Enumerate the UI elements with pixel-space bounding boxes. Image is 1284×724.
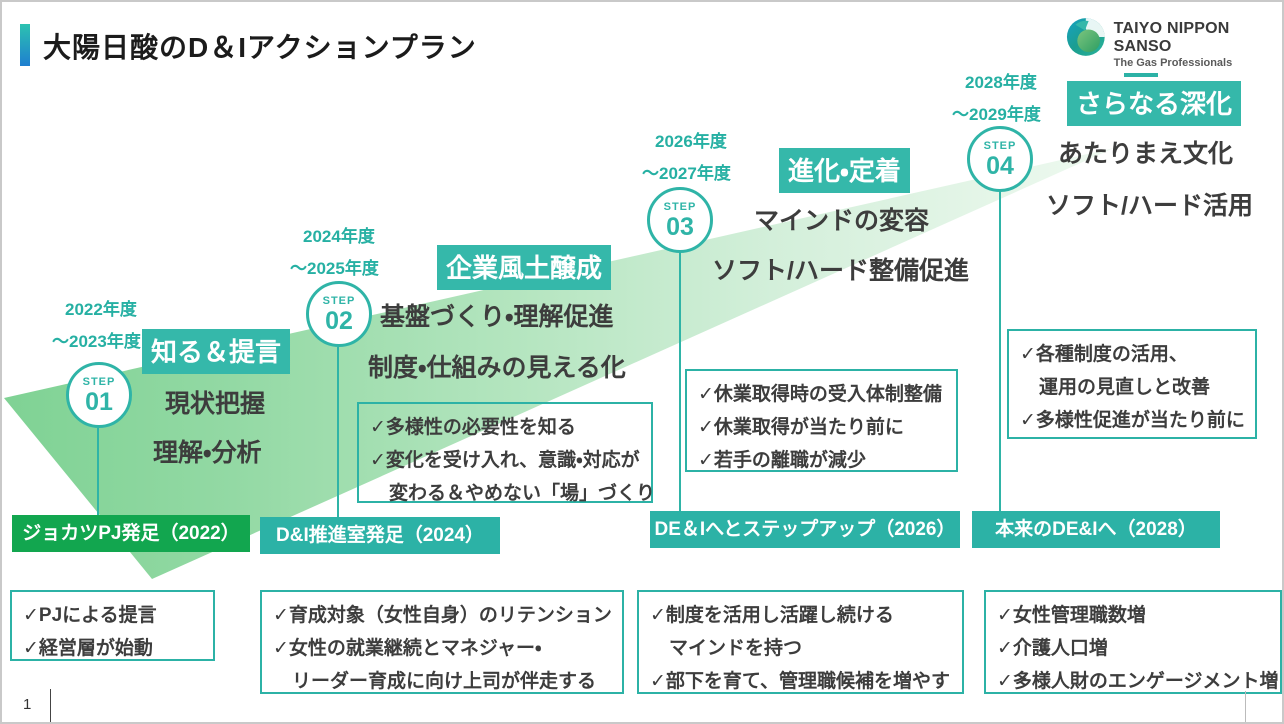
step3-year-line2: 〜2027年度 <box>642 164 731 183</box>
divider-line <box>1245 691 1246 722</box>
step2-year-line1: 2024年度 <box>303 227 375 246</box>
checklist-line: 変わる＆やめない「場」づくり <box>370 483 656 504</box>
step1-connector-line <box>97 428 99 516</box>
milestone-banner-2028: 本来のDE&Iへ（2028） <box>972 511 1220 548</box>
company-logo: TAIYO NIPPON SANSO The Gas Professionals <box>1066 16 1282 77</box>
checklist-line: ✓多様性の必要性を知る <box>370 417 576 438</box>
milestone-banner-2024: D&I推進室発足（2024） <box>260 517 500 554</box>
milestone-banner-2026: DE＆Iへとステップアップ（2026） <box>650 511 960 548</box>
step2-number: 02 <box>325 307 353 335</box>
checklist-line: ✓女性管理職数増 <box>997 605 1146 626</box>
step4-line2: ソフト/ハード活用 <box>1046 192 1253 220</box>
step2-line2: 制度・仕組みの見える化 <box>368 354 626 382</box>
step1-years: 2022年度 〜2023年度 <box>52 294 141 358</box>
step3-years: 2026年度 〜2027年度 <box>642 126 731 190</box>
step2-circle: STEP 02 <box>306 281 372 347</box>
step4-circle: STEP 04 <box>967 126 1033 192</box>
step3-line1: マインドの変容 <box>754 207 930 235</box>
step2-headline: 企業風土醸成 <box>437 245 612 290</box>
step1-headline: 知る＆提言 <box>142 329 291 374</box>
step4-word: STEP <box>983 140 1017 152</box>
checklist-line: ✓若手の離職が減少 <box>698 450 866 471</box>
step3-circle: STEP 03 <box>647 187 713 253</box>
checklist-line: ✓休業取得が当たり前に <box>698 417 904 438</box>
step3-word: STEP <box>663 201 697 213</box>
checklist-line: マインドを持つ <box>650 638 803 659</box>
step4-year-line2: 〜2029年度 <box>952 105 1041 124</box>
page-number: 1 <box>23 696 32 713</box>
step4-year-line1: 2028年度 <box>965 73 1037 92</box>
step4-connector-line <box>999 191 1001 512</box>
checklist-box-bottom-1: ✓PJによる提言 ✓経営層が始動 <box>10 590 215 661</box>
checklist-box-step4: ✓各種制度の活用、 運用の見直しと改善 ✓多様性促進が当たり前に <box>1007 329 1257 439</box>
checklist-line: ✓多様人財のエンゲージメント増 <box>997 671 1279 692</box>
step4-years: 2028年度 〜2029年度 <box>952 67 1041 131</box>
checklist-line: ✓変化を受け入れ、意識・対応が <box>370 450 640 471</box>
checklist-line: ✓多様性促進が当たり前に <box>1020 410 1245 431</box>
page-title: 大陽日酸のD＆Iアクションプラン <box>43 32 477 63</box>
step1-line1: 現状把握 <box>165 390 266 418</box>
checklist-line: ✓経営層が始動 <box>23 638 153 659</box>
step4-headline: さらなる深化 <box>1067 81 1242 126</box>
step2-line1: 基盤づくり・理解促進 <box>380 303 614 331</box>
step1-circle: STEP 01 <box>66 362 132 428</box>
checklist-line: ✓休業取得時の受入体制整備 <box>698 384 942 405</box>
checklist-line: ✓介護人口増 <box>997 638 1108 659</box>
checklist-line: 運用の見直しと改善 <box>1020 377 1211 398</box>
step3-headline: 進化・定着 <box>779 148 910 193</box>
step1-word: STEP <box>82 376 116 388</box>
checklist-line: ✓部下を育て、管理職候補を増やす <box>650 671 950 692</box>
globe-logo-icon <box>1066 18 1105 56</box>
checklist-line: ✓育成対象（女性自身）のリテンション <box>273 605 612 626</box>
logo-underline <box>1123 73 1158 77</box>
checklist-line: ✓制度を活用し活躍し続ける <box>650 605 894 626</box>
title-accent-bar <box>20 24 30 66</box>
step3-line2: ソフト/ハード整備促進 <box>712 257 969 285</box>
step3-year-line1: 2026年度 <box>655 132 727 151</box>
step2-year-line2: 〜2025年度 <box>290 259 379 278</box>
step3-connector-line <box>679 252 681 512</box>
step1-number: 01 <box>85 388 113 416</box>
step3-number: 03 <box>666 213 694 241</box>
company-tagline: The Gas Professionals <box>1113 57 1233 69</box>
checklist-line: リーダー育成に向け上司が伴走する <box>273 671 597 692</box>
checklist-line: ✓PJによる提言 <box>23 605 157 626</box>
company-name: TAIYO NIPPON SANSO <box>1113 20 1230 55</box>
checklist-line: ✓女性の就業継続とマネジャー・ <box>273 638 542 659</box>
step1-year-line1: 2022年度 <box>65 300 137 319</box>
milestone-banner-2022: ジョカツPJ発足（2022） <box>12 515 250 552</box>
checklist-box-bottom-2: ✓育成対象（女性自身）のリテンション ✓女性の就業継続とマネジャー・ リーダー育… <box>260 590 624 694</box>
checklist-box-bottom-3: ✓制度を活用し活躍し続ける マインドを持つ ✓部下を育て、管理職候補を増やす <box>637 590 964 694</box>
checklist-box-bottom-4: ✓女性管理職数増 ✓介護人口増 ✓多様人財のエンゲージメント増 <box>984 590 1282 694</box>
step1-line2: 理解・分析 <box>153 439 262 467</box>
checklist-line: ✓各種制度の活用、 <box>1020 344 1188 365</box>
step2-years: 2024年度 〜2025年度 <box>290 221 379 285</box>
step4-number: 04 <box>986 152 1014 180</box>
checklist-box-step2: ✓多様性の必要性を知る ✓変化を受け入れ、意識・対応が 変わる＆やめない「場」づ… <box>357 402 655 504</box>
step1-year-line2: 〜2023年度 <box>52 332 141 351</box>
step2-word: STEP <box>322 295 356 307</box>
caret-line <box>50 689 51 722</box>
step4-line1: あたりまえ文化 <box>1058 140 1234 168</box>
checklist-box-step3: ✓休業取得時の受入体制整備 ✓休業取得が当たり前に ✓若手の離職が減少 <box>685 369 958 472</box>
step2-connector-line <box>337 347 339 518</box>
